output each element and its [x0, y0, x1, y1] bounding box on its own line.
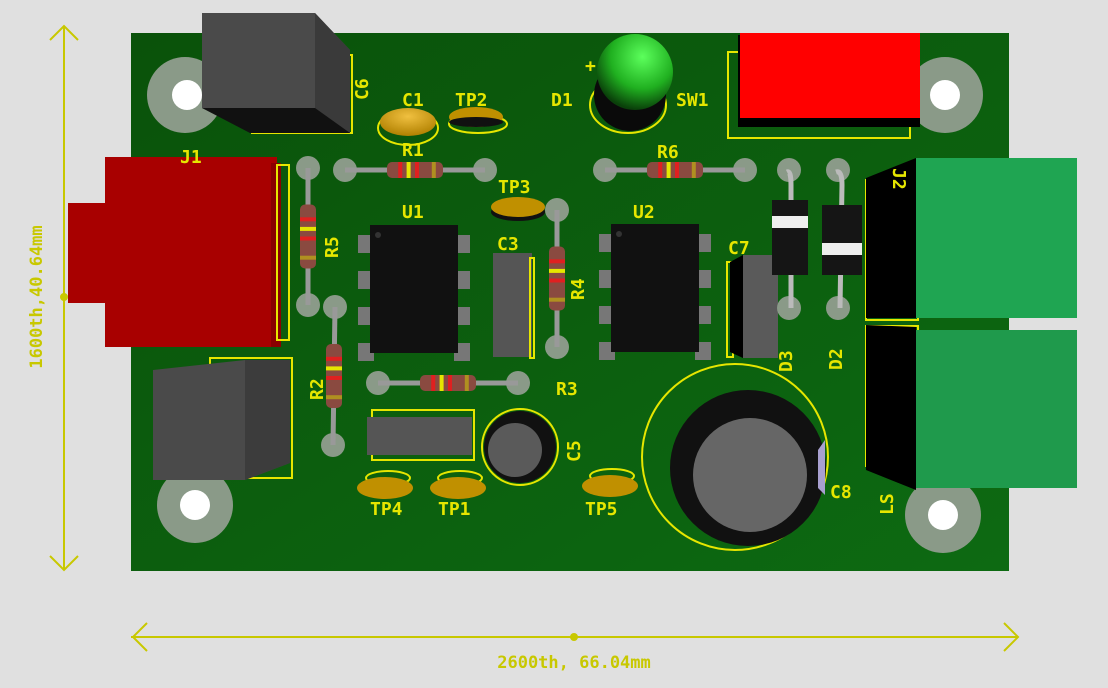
capacitor-c8[interactable] — [641, 363, 829, 551]
label-r4: R4 — [568, 278, 589, 300]
test-point-tp4[interactable] — [357, 470, 413, 499]
label-sw1: SW1 — [676, 90, 709, 111]
label-u2: U2 — [633, 202, 655, 223]
dimension-width-label: 2600th, 66.04mm — [497, 653, 651, 673]
label-tp1: TP1 — [438, 499, 471, 520]
label-r5: R5 — [322, 236, 343, 258]
test-point-tp3[interactable] — [491, 197, 545, 221]
mounting-hole — [907, 57, 983, 133]
resistor-r3[interactable] — [366, 371, 530, 395]
label-r2: R2 — [307, 378, 328, 400]
label-tp3: TP3 — [498, 177, 531, 198]
capacitor-c7[interactable] — [726, 255, 778, 358]
label-c1: C1 — [402, 90, 424, 111]
ic-u2[interactable] — [599, 224, 711, 360]
label-d3: D3 — [776, 350, 797, 372]
dimension-height — [49, 24, 79, 572]
label-tp4: TP4 — [370, 499, 403, 520]
ic-u1[interactable] — [358, 225, 470, 361]
dimension-height-label: 1600th,40.64mm — [27, 225, 47, 368]
diode-d3[interactable] — [772, 158, 808, 320]
label-j1: J1 — [180, 147, 202, 168]
dimension-width — [131, 622, 1020, 652]
label-ls: LS — [877, 493, 898, 515]
test-point-tp1[interactable] — [430, 470, 486, 499]
resistor-r2[interactable] — [321, 295, 347, 457]
mounting-hole — [157, 467, 233, 543]
label-d1: D1 — [551, 90, 573, 111]
label-d2: D2 — [826, 348, 847, 370]
label-c6: C6 — [352, 78, 373, 100]
resistor-r5[interactable] — [296, 156, 320, 317]
label-r3: R3 — [556, 379, 578, 400]
component-gray-box[interactable] — [153, 357, 293, 480]
capacitor-box[interactable] — [367, 409, 475, 461]
led-d1[interactable] — [589, 34, 673, 134]
label-tp2: TP2 — [455, 90, 488, 111]
capacitor-c5[interactable] — [481, 408, 559, 486]
label-tp5: TP5 — [585, 499, 618, 520]
resistor-r1[interactable] — [333, 158, 497, 182]
label-c3: C3 — [497, 234, 519, 255]
diode-d2[interactable] — [822, 158, 862, 320]
terminal-j2[interactable] — [865, 158, 1077, 321]
capacitor-c6[interactable] — [202, 13, 353, 134]
label-d1-plus: + — [585, 56, 596, 77]
label-c7: C7 — [728, 238, 750, 259]
test-point-tp2[interactable] — [448, 107, 508, 134]
label-r6: R6 — [657, 142, 679, 163]
switch-sw1[interactable] — [727, 33, 920, 139]
label-u1: U1 — [402, 202, 424, 223]
connector-j1[interactable] — [68, 157, 290, 347]
capacitor-c3[interactable] — [493, 253, 535, 359]
test-point-tp5[interactable] — [582, 468, 638, 497]
terminal-ls[interactable] — [865, 325, 1077, 490]
label-c5: C5 — [564, 440, 585, 462]
resistor-r6[interactable] — [593, 158, 757, 182]
label-j2: J2 — [888, 168, 909, 190]
resistor-r4[interactable] — [545, 198, 569, 359]
label-r1: R1 — [402, 140, 424, 161]
mounting-hole — [905, 477, 981, 553]
capacitor-c1[interactable] — [377, 108, 439, 146]
label-c8: C8 — [830, 482, 852, 503]
